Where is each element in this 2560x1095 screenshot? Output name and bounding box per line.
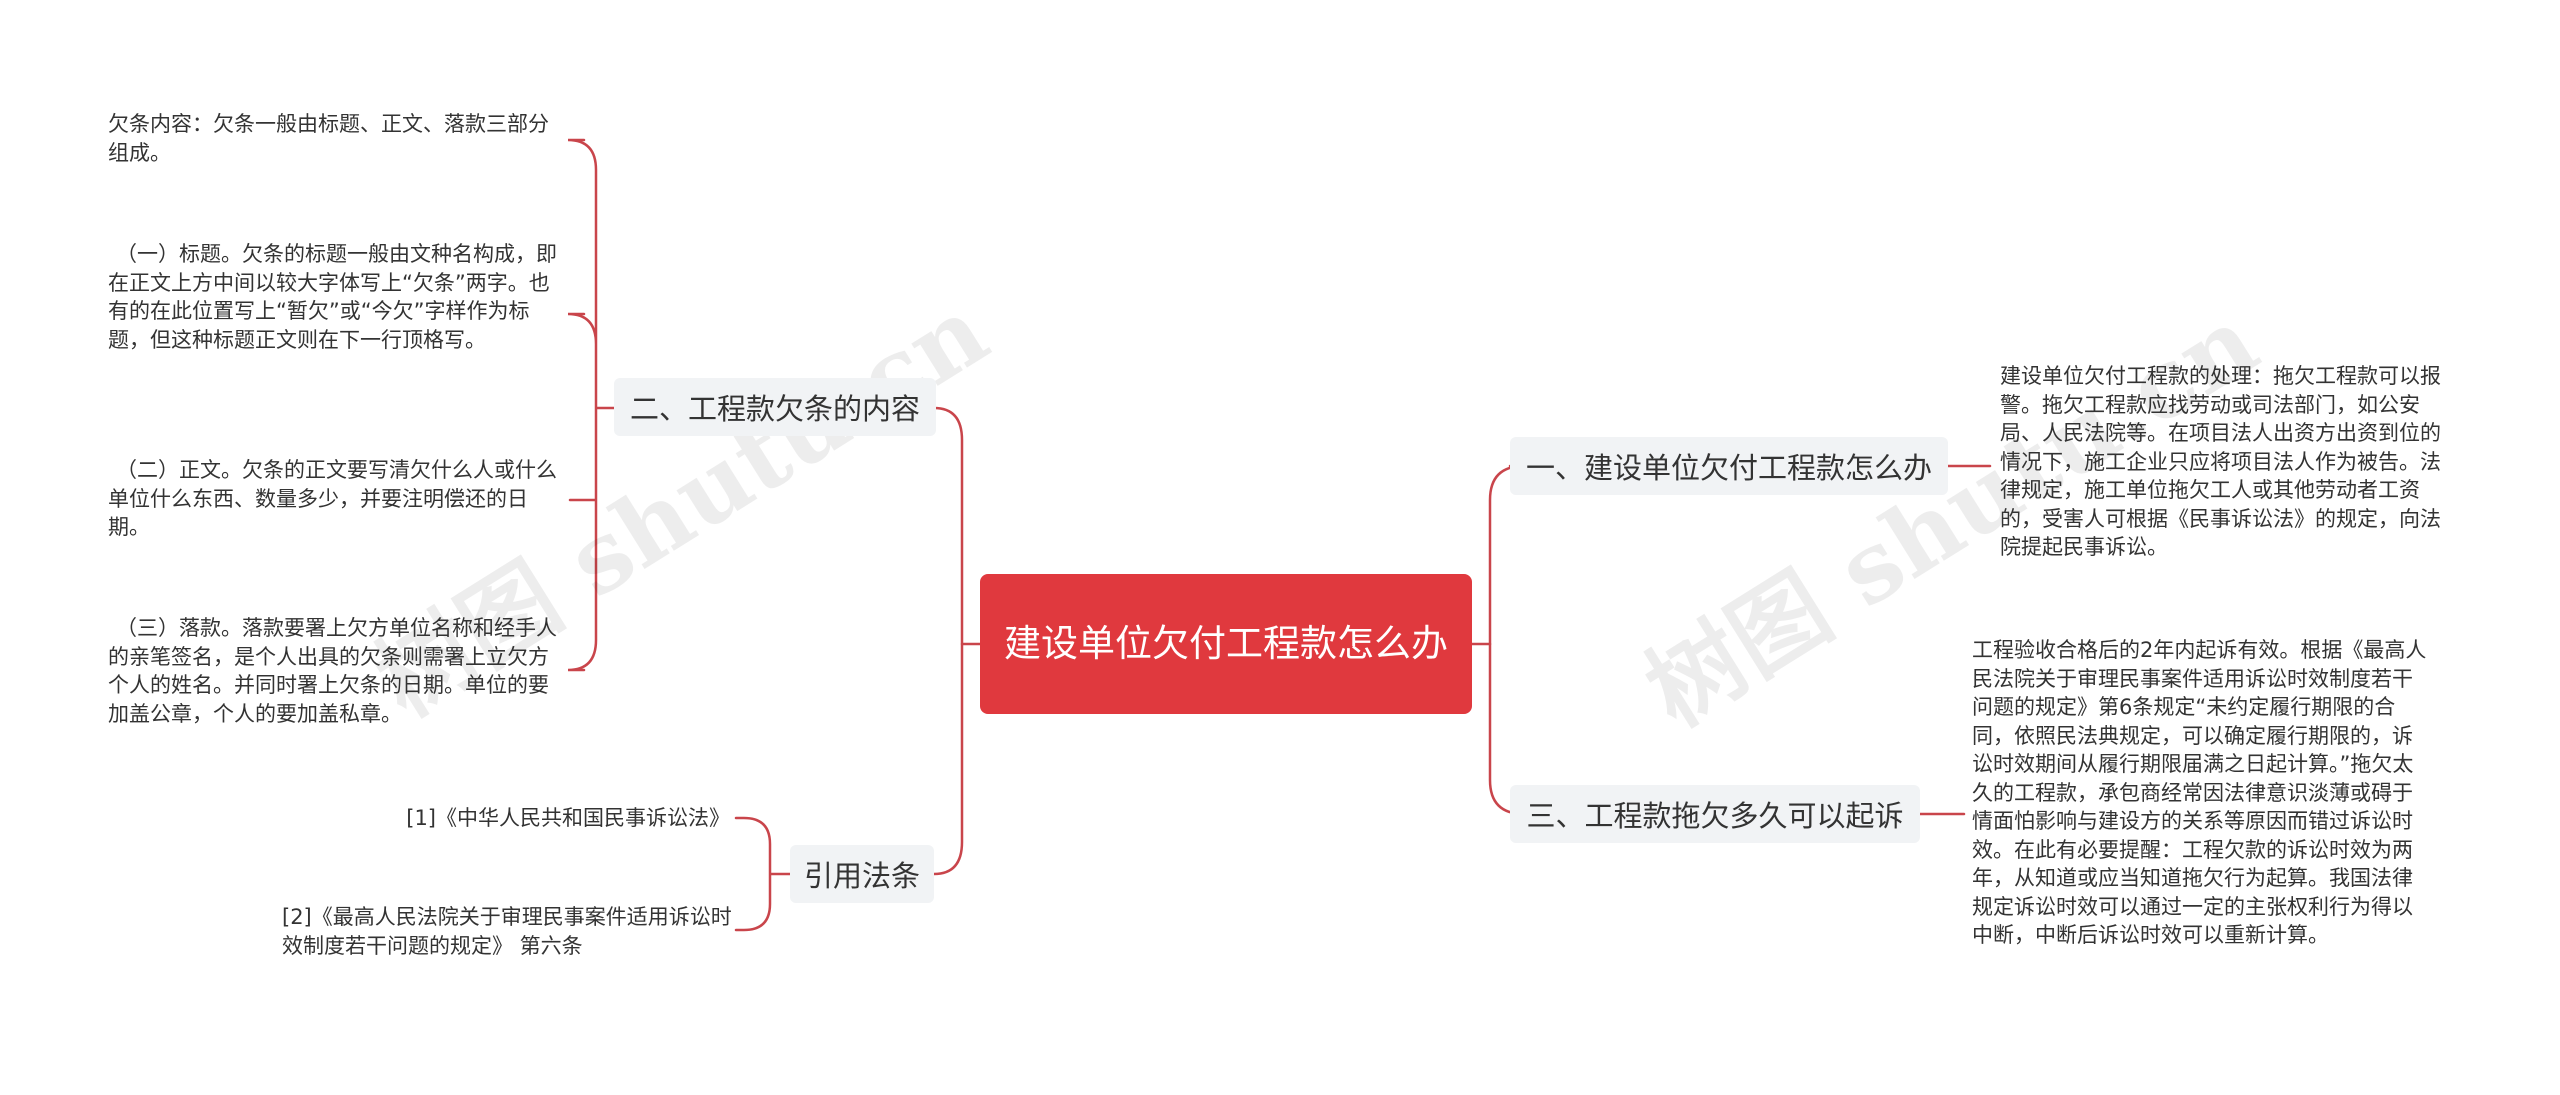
leaf-b2-note-2: （一）标题。欠条的标题一般由文种名构成，即在正文上方中间以较大字体写上“欠条”两… <box>108 242 557 352</box>
connector-right-trunk <box>1488 464 1526 816</box>
leaf-b2-note-4: （三）落款。落款要署上欠方单位名称和经手人的亲笔签名，是个人出具的欠条则需署上立… <box>108 616 557 726</box>
leaf-b4-ref-1: [1]《中华人民共和国民事诉讼法》 <box>406 806 730 830</box>
branch-b1[interactable]: 一、建设单位欠付工程款怎么办 <box>1510 437 1948 495</box>
branch-b4[interactable]: 引用法条 <box>790 845 934 903</box>
leaf-b3-note: 工程验收合格后的2年内起诉有效。根据《最高人民法院关于审理民事案件适用诉讼时效制… <box>1972 638 2427 947</box>
branch-b1-label: 一、建设单位欠付工程款怎么办 <box>1525 451 1932 485</box>
leaf-b2-note-3: （二）正文。欠条的正文要写清欠什么人或什么单位什么东西、数量多少，并要注明偿还的… <box>108 458 557 539</box>
branch-b2[interactable]: 二、工程款欠条的内容 <box>614 378 936 436</box>
root-topic[interactable]: 建设单位欠付工程款怎么办 <box>980 574 1472 714</box>
root-title: 建设单位欠付工程款怎么办 <box>1004 622 1448 665</box>
branch-b3-label: 三、工程款拖欠多久可以起诉 <box>1526 799 1904 833</box>
branch-b3[interactable]: 三、工程款拖欠多久可以起诉 <box>1510 785 1920 843</box>
leaf-b1-note: 建设单位欠付工程款的处理：拖欠工程款可以报警。拖欠工程款应找劳动或司法部门，如公… <box>2000 364 2441 559</box>
leaf-b2-note-1: 欠条内容：欠条一般由标题、正文、落款三部分组成。 <box>108 112 549 165</box>
connector-b4-bracket <box>734 816 792 932</box>
branch-b2-label: 二、工程款欠条的内容 <box>629 392 920 426</box>
connector-left-trunk <box>932 406 964 876</box>
connector-b2-bracket <box>567 138 616 672</box>
leaf-b4-ref-2: [2]《最高人民法院关于审理民事案件适用诉讼时效制度若干问题的规定》 第六条 <box>282 905 732 958</box>
branch-b4-label: 引用法条 <box>803 859 920 893</box>
